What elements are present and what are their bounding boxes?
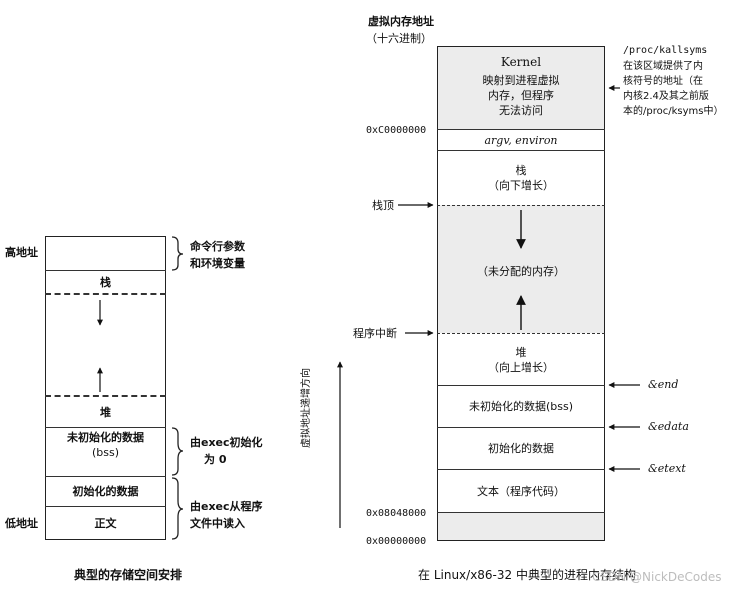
vaddr-title: 虚拟内存地址 xyxy=(368,15,434,28)
bss-label: 未初始化的数据 xyxy=(67,431,144,444)
edata-symbol: &edata xyxy=(648,420,689,433)
divider xyxy=(437,150,605,151)
cmd-args-brace xyxy=(171,236,184,271)
stack-top-label: 栈顶 xyxy=(372,199,394,212)
high-address-label: 高地址 xyxy=(5,246,38,259)
etext-symbol: &etext xyxy=(648,462,686,475)
kernel-desc-2: 内存，但程序 xyxy=(488,89,554,102)
addr-c0000000: 0xC0000000 xyxy=(366,125,427,136)
heap-direction: （向上增长） xyxy=(488,361,554,374)
divider xyxy=(437,129,605,130)
bss-cell: 未初始化的数据 (bss) xyxy=(45,430,166,460)
divider xyxy=(45,476,166,477)
init-data-label: 初始化的数据 xyxy=(488,441,554,455)
right-caption: 在 Linux/x86-32 中典型的进程内存结构 xyxy=(418,568,636,582)
note-line-4: 本的/proc/ksyms中） xyxy=(623,106,724,117)
note-line-1: 在该区域提供了内 xyxy=(623,61,703,72)
env-vars-label: 和环境变量 xyxy=(190,257,245,270)
stack-cell: 栈 （向下增长） xyxy=(438,163,604,193)
stack-top-line xyxy=(437,205,605,206)
stack-label: 栈 xyxy=(100,275,111,289)
text-label: 正文 xyxy=(94,516,117,530)
addr-08048000: 0x08048000 xyxy=(366,508,427,519)
heap-label: 堆 xyxy=(100,405,111,419)
exec-init-sub: 为 0 xyxy=(204,453,227,466)
heap-label: 堆 xyxy=(515,346,527,359)
heap-cell: 堆 （向上增长） xyxy=(438,345,604,375)
stack-direction: （向下增长） xyxy=(488,179,554,192)
argv-environ-label: argv, environ xyxy=(484,133,558,147)
end-symbol: &end xyxy=(648,378,679,391)
kernel-label: Kernel xyxy=(500,55,542,69)
stack-label: 栈 xyxy=(515,164,527,177)
vaddr-title-sub: （十六进制） xyxy=(366,32,432,45)
kernel-cell: Kernel 映射到进程虚拟 内存，但程序 无法访问 xyxy=(438,55,604,118)
divider xyxy=(45,427,166,428)
watermark: CSDN @NickDeCodes xyxy=(592,570,722,584)
exec-init-label: 由exec初始化 xyxy=(190,436,263,449)
kernel-desc-1: 映射到进程虚拟 xyxy=(482,74,560,87)
low-address-label: 低地址 xyxy=(5,517,38,530)
heap-boundary xyxy=(45,395,166,397)
left-memory-box xyxy=(45,236,166,540)
bss-brace xyxy=(171,427,184,476)
kernel-desc-3: 无法访问 xyxy=(499,104,543,117)
divider xyxy=(45,506,166,507)
cmd-args-label: 命令行参数 xyxy=(190,240,245,253)
kallsyms-note: 在该区域提供了内 核符号的地址（在 内核2.4及其之前版 本的/proc/ksy… xyxy=(623,59,723,119)
addr-00000000: 0x00000000 xyxy=(366,536,427,547)
exec-read-label: 由exec从程序 xyxy=(190,500,263,513)
stack-boundary xyxy=(45,293,166,295)
init-data-label: 初始化的数据 xyxy=(72,484,139,498)
exec-read-brace xyxy=(171,477,184,540)
program-break-line xyxy=(437,333,605,334)
divider xyxy=(437,512,605,513)
kallsyms-path: /proc/kallsyms xyxy=(623,45,708,56)
unallocated-label: （未分配的内存） xyxy=(477,264,565,278)
bss-label: 未初始化的数据(bss) xyxy=(468,399,574,413)
exec-read-sub: 文件中读入 xyxy=(190,517,245,530)
divider xyxy=(437,469,605,470)
bss-sub: (bss) xyxy=(91,446,120,459)
note-line-2: 核符号的地址（在 xyxy=(623,76,703,87)
left-caption: 典型的存储空间安排 xyxy=(74,568,183,582)
text-label: 文本（程序代码） xyxy=(477,484,565,498)
program-break-label: 程序中断 xyxy=(353,327,397,340)
kernel-region xyxy=(438,47,604,129)
note-line-3: 内核2.4及其之前版 xyxy=(623,91,709,102)
null-region xyxy=(438,512,604,540)
right-memory-box xyxy=(437,46,605,541)
divider xyxy=(437,385,605,386)
divider xyxy=(437,427,605,428)
divider xyxy=(45,270,166,271)
